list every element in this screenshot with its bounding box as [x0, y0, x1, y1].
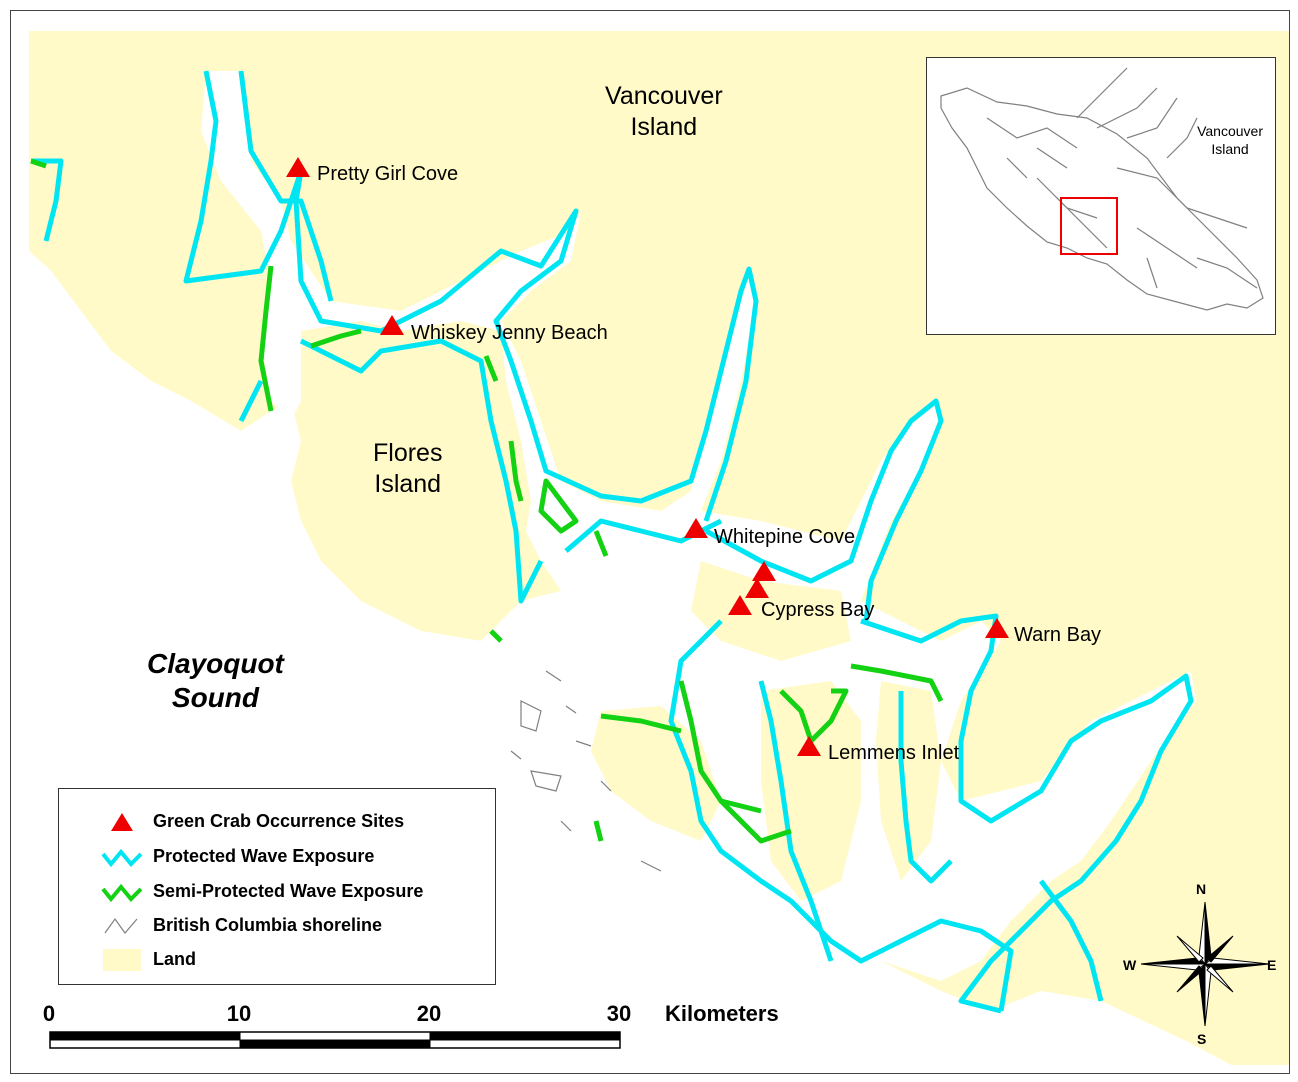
inset-label-vancouver-island: Vancouver Island	[1197, 123, 1263, 157]
flores-island	[301, 321, 531, 621]
semi-protected-segment	[538, 478, 579, 534]
compass-w: W	[1123, 957, 1137, 973]
legend-label: Protected Wave Exposure	[153, 846, 375, 866]
scale-tick-20: 20	[416, 1001, 442, 1026]
island-south-c	[876, 681, 941, 881]
shoreline-segment	[560, 820, 572, 832]
site-label-whitepine-cove: Whitepine Cove	[714, 526, 856, 548]
semi-protected-segment	[30, 158, 47, 169]
shoreline-segment	[520, 700, 542, 732]
legend: Green Crab Occurrence Sites Protected Wa…	[58, 788, 496, 985]
site-label-whiskey-jenny-beach: Whiskey Jenny Beach	[411, 322, 608, 344]
semi-protected-segment	[719, 799, 792, 844]
site-label-cypress-bay: Cypress Bay	[761, 599, 875, 621]
semi-protected-segment	[779, 688, 849, 744]
protected-segment	[238, 70, 334, 302]
shoreline-segment	[565, 705, 577, 714]
island-south-d	[691, 561, 851, 661]
protected-segment	[238, 379, 264, 423]
protected-segment	[758, 680, 834, 962]
legend-label: Green Crab Occurrence Sites	[153, 811, 405, 831]
protected-segment	[31, 158, 64, 242]
semi-protected-segment	[593, 820, 604, 842]
semi-protected-segment	[489, 629, 503, 643]
protected-segment	[183, 70, 759, 522]
legend-label: Semi-Protected Wave Exposure	[153, 881, 424, 901]
shoreline-segment	[510, 750, 522, 760]
shoreline-segment	[600, 780, 612, 792]
label-flores-island: Flores Island	[373, 439, 443, 498]
inset-study-area-box	[1060, 197, 1118, 255]
semi-protected-segment	[593, 530, 609, 557]
compass-rose: N S E W	[1121, 881, 1289, 1061]
shoreline-segment	[640, 860, 662, 872]
legend-item-shoreline: British Columbia shoreline	[59, 911, 495, 941]
inset-island-outline	[940, 87, 1264, 311]
legend-item-semi-protected: Semi-Protected Wave Exposure	[59, 877, 495, 907]
legend-item-protected: Protected Wave Exposure	[59, 842, 495, 872]
shoreline-segment	[530, 770, 562, 792]
scale-bar: 0 10 20 30 Kilometers	[43, 1001, 779, 1061]
gray-line-icon	[104, 917, 138, 934]
scale-tick-0: 0	[42, 1001, 56, 1026]
protected-segment	[860, 613, 1194, 1014]
semi-protected-segment	[678, 680, 762, 814]
site-marker-pretty-girl-cove	[286, 157, 310, 177]
semi-protected-segment	[850, 663, 944, 703]
legend-label: British Columbia shoreline	[153, 915, 383, 935]
site-marker-warn-bay	[985, 618, 1009, 638]
shoreline-segment	[545, 670, 562, 682]
shoreline-segment	[575, 740, 592, 747]
site-markers	[286, 157, 1009, 756]
triangle-icon	[111, 813, 133, 831]
site-marker-whitepine-cove	[684, 518, 708, 538]
protected-segment	[704, 398, 944, 622]
site-marker-whiskey-jenny-beach	[380, 315, 404, 335]
protected-segment	[1039, 879, 1104, 1002]
protected-shoreline-layer	[31, 70, 1194, 1014]
legend-label: Land	[153, 949, 196, 969]
scale-bar-graphic	[49, 1031, 621, 1049]
bc-shoreline-layer	[510, 670, 662, 872]
legend-item-sites: Green Crab Occurrence Sites	[59, 807, 495, 837]
inset-locator-map: Vancouver Island	[926, 57, 1276, 335]
compass-e: E	[1267, 957, 1277, 973]
inset-inlets	[986, 67, 1258, 289]
scale-tick-30: 30	[606, 1001, 632, 1026]
semi-protected-segment	[258, 265, 274, 412]
site-label-warn-bay: Warn Bay	[1014, 624, 1102, 646]
cyan-line-icon	[101, 848, 143, 868]
land-swatch-icon	[103, 949, 141, 971]
inset-canvas	[940, 67, 1264, 311]
compass-n: N	[1196, 881, 1207, 897]
semi-protected-segment	[508, 440, 524, 502]
site-marker-lemmens-inlet	[797, 736, 821, 756]
compass-s: S	[1197, 1031, 1207, 1047]
scale-tick-10: 10	[226, 1001, 252, 1026]
label-clayoquot-sound: Clayoquot Sound	[147, 648, 284, 713]
site-marker-cypress-bay-2	[745, 578, 769, 598]
semi-protected-segment	[483, 355, 499, 382]
island-south-a	[591, 706, 721, 841]
map-frame: Vancouver Island Flores Island Clayoquot…	[10, 10, 1290, 1074]
label-vancouver-island: Vancouver Island	[605, 82, 723, 141]
protected-segment	[668, 619, 1014, 1012]
protected-segment	[299, 338, 544, 604]
green-line-icon	[101, 883, 143, 903]
site-marker-cypress-bay-3	[728, 595, 752, 615]
legend-item-land: Land	[59, 945, 495, 975]
semi-protected-layer	[30, 158, 944, 844]
protected-segment	[898, 691, 953, 884]
site-label-lemmens-inlet: Lemmens Inlet	[828, 742, 960, 764]
site-label-pretty-girl-cove: Pretty Girl Cove	[317, 163, 459, 185]
compass-star-icon	[1140, 901, 1270, 1027]
semi-protected-segment	[600, 713, 682, 734]
scale-unit: Kilometers	[665, 1001, 779, 1026]
semi-protected-segment	[310, 328, 362, 349]
site-marker-cypress-bay-1	[752, 561, 776, 581]
island-south-b	[761, 681, 861, 901]
